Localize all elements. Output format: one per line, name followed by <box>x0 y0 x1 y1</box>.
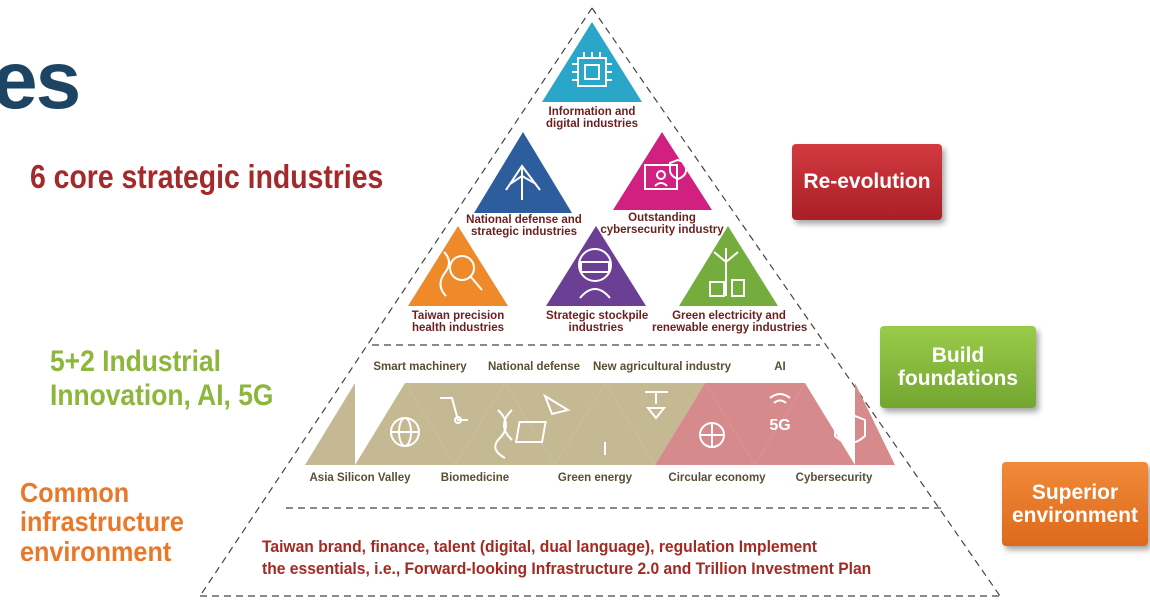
innovation-label-cybersecurity: Cybersecurity <box>795 472 873 484</box>
chip-icon <box>572 52 612 87</box>
innovation-tri-national-defense <box>505 383 605 465</box>
innovation-label-smart-machinery: Smart machinery <box>373 361 467 373</box>
innovation-label-ai: AI <box>774 361 786 373</box>
svg-text:5G: 5G <box>769 417 790 434</box>
base-infrastructure-text: Taiwan brand, finance, talent (digital, … <box>262 536 871 580</box>
jet-icon <box>542 393 571 416</box>
core-label-stockpile-line1: Strategic stockpile <box>546 310 649 322</box>
5g-signal-icon: 5G <box>769 393 791 434</box>
badge-build-line1: Build <box>931 343 985 367</box>
robot-arm-icon <box>440 397 468 424</box>
solar-panel-icon <box>514 421 606 455</box>
badge-re-evolution: Re-evolution <box>792 144 942 220</box>
core-label-stockpile-line2: industries <box>568 322 624 335</box>
core-label-information-line1: Information and <box>548 106 636 118</box>
drone-icon <box>645 391 668 420</box>
innovation-label-circular-economy: Circular economy <box>668 472 766 484</box>
label-innovation-line2: Innovation, AI, 5G <box>50 378 274 412</box>
core-label-green-electricity: Green electricity and renewable energy i… <box>652 310 808 335</box>
innovation-tri-ai <box>705 383 805 465</box>
badge-superior-environment: Superior environment <box>1002 462 1148 546</box>
core-label-stockpile: Strategic stockpile industries <box>546 310 649 335</box>
core-label-precision-health-line2: health industries <box>411 322 505 335</box>
wind-turbine-icon <box>709 248 745 297</box>
core-label-information: Information and digital industries <box>542 106 642 131</box>
globe-icon <box>390 417 420 447</box>
innovation-label-national-defense: National defense <box>487 361 581 373</box>
core-label-information-line2: digital industries <box>545 118 638 131</box>
base-text-line2: the essentials, i.e., Forward-looking In… <box>262 559 872 579</box>
badge-build-foundations: Build foundations <box>880 326 1036 408</box>
core-label-precision-health: Taiwan precision health industries <box>408 310 508 335</box>
label-common-infrastructure: Common infrastructure environment <box>20 477 184 567</box>
brain-circuit-icon <box>699 422 725 448</box>
secure-computer-icon <box>644 158 687 190</box>
core-label-cybersecurity: Outstanding cybersecurity industry <box>600 212 724 237</box>
dna-icon <box>494 409 513 459</box>
innovation-label-new-agriculture: New agricultural industry <box>592 361 732 373</box>
innovation-row <box>305 383 895 465</box>
core-triangle-4 <box>408 226 508 306</box>
badge-superior-line1: Superior <box>1031 480 1119 504</box>
innovation-tri-left-edge <box>305 383 355 465</box>
cloud-shield-icon <box>834 412 866 444</box>
pyramid-outline <box>199 7 1001 597</box>
core-triangle-6 <box>679 226 778 306</box>
astronaut-icon <box>578 248 612 299</box>
core-label-national-defense: National defense and strategic industrie… <box>466 214 582 239</box>
innovation-tri-circular-economy <box>655 383 755 465</box>
innovation-label-green-energy: Green energy <box>557 472 633 484</box>
core-label-green-electricity-line1: Green electricity and <box>672 310 786 322</box>
core-triangle-1 <box>542 22 642 102</box>
label-core-strategic-industries: 6 core strategic industries <box>30 158 384 195</box>
innovation-tri-asia-silicon-valley <box>355 383 455 465</box>
innovation-tri-smart-machinery <box>405 383 505 465</box>
badge-build-line2: foundations <box>897 367 1019 390</box>
core-label-precision-health-line1: Taiwan precision <box>411 310 505 322</box>
label-innovation-line1: 5+2 Industrial <box>50 345 221 378</box>
base-text-line1: Taiwan brand, finance, talent (digital, … <box>262 537 818 556</box>
label-common-line2: infrastructure <box>20 506 184 538</box>
label-industrial-innovation: 5+2 Industrial Innovation, AI, 5G <box>50 345 273 413</box>
innovation-tri-new-agriculture <box>605 383 705 465</box>
fighter-jet-icon <box>505 164 541 200</box>
innovation-label-asia-silicon-valley: Asia Silicon Valley <box>309 472 411 484</box>
core-label-national-defense-line1: National defense and <box>466 214 582 226</box>
core-label-cybersecurity-line1: Outstanding <box>628 212 696 224</box>
badge-superior-line2: environment <box>1011 504 1139 527</box>
dna-magnifier-icon <box>439 251 483 297</box>
label-common-line1: Common <box>20 477 130 508</box>
core-label-green-electricity-line2: renewable energy industries <box>652 322 808 335</box>
label-common-line3: environment <box>20 535 172 567</box>
core-triangle-5 <box>546 226 646 306</box>
page-title-fragment: es <box>0 35 81 126</box>
innovation-tri-cybersecurity <box>755 383 855 465</box>
innovation-label-biomedicine: Biomedicine <box>440 472 510 484</box>
core-label-national-defense-line2: strategic industries <box>470 226 578 239</box>
innovation-tri-right-edge <box>855 383 895 465</box>
innovation-tri-green-energy <box>555 383 655 465</box>
core-label-cybersecurity-line2: cybersecurity industry <box>600 224 724 237</box>
